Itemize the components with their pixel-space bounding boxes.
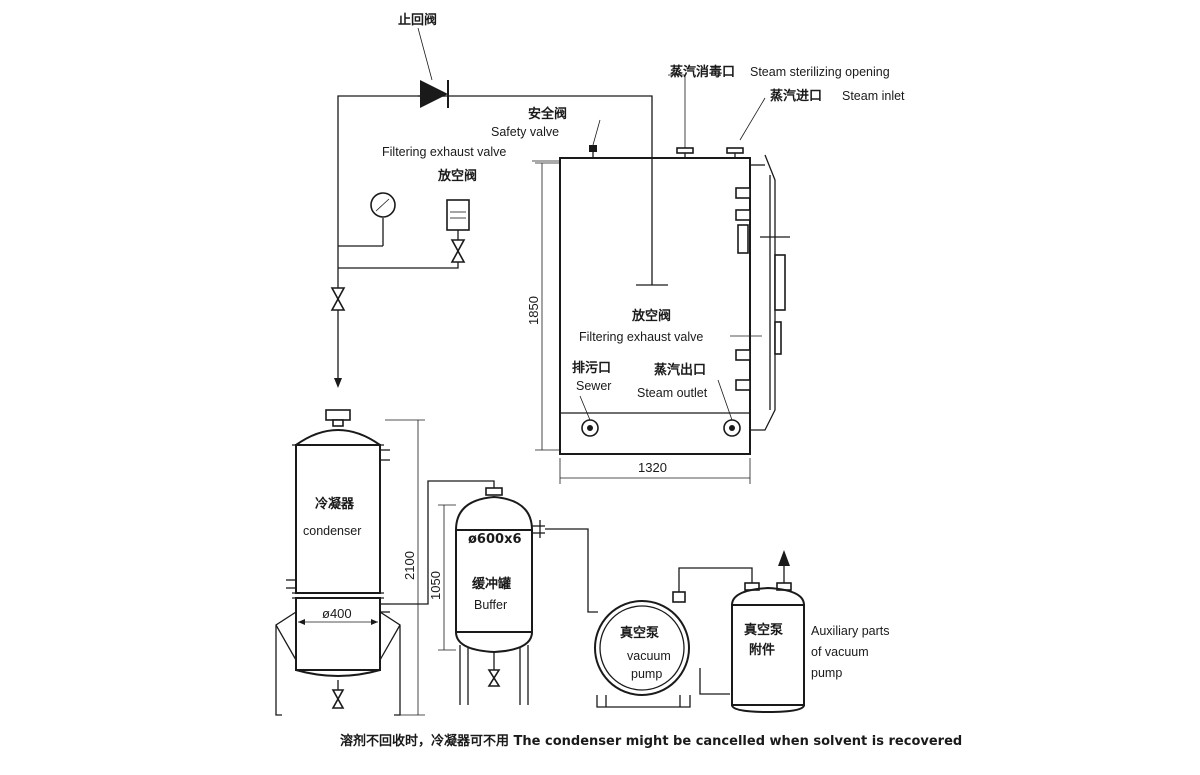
steam-sterilizing-nozzle bbox=[676, 147, 694, 158]
buffer-tank bbox=[455, 487, 545, 705]
pump-aux-side-pipe bbox=[699, 668, 730, 695]
sewer-port-icon bbox=[581, 419, 599, 437]
dim-main-width bbox=[559, 458, 751, 484]
buffer-cn-label: 缓冲罐 bbox=[472, 576, 511, 592]
auxiliary-tank bbox=[731, 565, 805, 714]
vacuum-pump-cn-label: 真空泵 bbox=[620, 625, 659, 641]
aux-en2-label: of vacuum bbox=[811, 645, 869, 659]
dim-buffer-height bbox=[438, 504, 456, 651]
filter-icon bbox=[446, 199, 470, 231]
check-valve-icon bbox=[420, 80, 449, 108]
vent-valve-icon bbox=[450, 239, 466, 263]
dim-main-width-label: 1320 bbox=[638, 460, 667, 475]
main-vessel bbox=[559, 154, 790, 455]
steam-inlet-nozzle bbox=[726, 147, 744, 158]
steam-outlet-cn-label: 蒸汽出口 bbox=[654, 362, 706, 378]
sewer-leader bbox=[579, 395, 591, 421]
dim-buffer-height-label: 1050 bbox=[428, 571, 443, 600]
pump-aux-top-pipe bbox=[678, 567, 753, 592]
buffer-pump-pipe bbox=[545, 528, 598, 613]
condenser-en-label: condenser bbox=[303, 524, 361, 538]
vent-valve-left-label: 放空阀 bbox=[437, 168, 477, 184]
dim-condenser-height-label: 2100 bbox=[402, 551, 417, 580]
steam-outlet-port-icon bbox=[723, 419, 741, 437]
safety-valve-en-label: Safety valve bbox=[491, 125, 559, 139]
steam-inlet-leader bbox=[739, 97, 766, 141]
dim-main-height bbox=[535, 162, 560, 451]
vacuum-pump bbox=[594, 591, 691, 708]
buffer-en-label: Buffer bbox=[474, 598, 507, 612]
dim-main-height-label: 1850 bbox=[526, 296, 541, 325]
buffer-drain-valve-icon bbox=[487, 669, 501, 687]
gauge-branch bbox=[338, 192, 396, 247]
steam-outlet-leader bbox=[717, 379, 733, 421]
dim-condenser-dia-label: ø400 bbox=[322, 606, 352, 621]
exhaust-arrow-icon bbox=[778, 550, 790, 566]
condenser bbox=[275, 409, 401, 716]
filtering-exhaust-top-label: Filtering exhaust valve bbox=[382, 145, 506, 159]
sewer-en-label: Sewer bbox=[576, 379, 611, 393]
vacuum-pump-en1-label: vacuum bbox=[627, 649, 671, 663]
safety-valve-cn-label: 安全阀 bbox=[528, 106, 567, 122]
aux-en1-label: Auxiliary parts bbox=[811, 624, 890, 638]
vent-valve-branch bbox=[338, 199, 470, 269]
footnote: 溶剂不回收时，冷凝器可不用 The condenser might be can… bbox=[340, 733, 962, 749]
dim-condenser-dia bbox=[298, 619, 378, 625]
buffer-dia-label: ø600x6 bbox=[468, 532, 522, 547]
steam-inlet-en-label: Steam inlet bbox=[842, 89, 905, 103]
condenser-buffer-pipe bbox=[390, 480, 495, 605]
dim-condenser-height bbox=[385, 419, 425, 716]
steam-sterilizing-cn-label: 蒸汽消毒口 bbox=[670, 64, 735, 80]
aux-cn2-label: 附件 bbox=[749, 642, 775, 658]
vent-valve-mid-label: 放空阀 bbox=[631, 308, 671, 324]
aux-en3-label: pump bbox=[811, 666, 842, 680]
condenser-drain-valve-icon bbox=[331, 689, 345, 709]
safety-valve-nozzle bbox=[589, 145, 597, 158]
steam-sterilizing-leader bbox=[668, 74, 686, 148]
steam-inlet-cn-label: 蒸汽进口 bbox=[770, 88, 822, 104]
check-valve-leader bbox=[417, 27, 433, 81]
steam-sterilizing-en-label: Steam sterilizing opening bbox=[750, 65, 890, 79]
aux-cn1-label: 真空泵 bbox=[744, 622, 783, 638]
steam-outlet-en-label: Steam outlet bbox=[637, 386, 708, 400]
filtering-exhaust-mid-label: Filtering exhaust valve bbox=[579, 330, 703, 344]
condenser-cn-label: 冷凝器 bbox=[315, 496, 355, 512]
safety-valve-leader bbox=[592, 119, 601, 146]
check-valve-label: 止回阀 bbox=[398, 12, 437, 28]
flow-arrow-icon bbox=[334, 378, 342, 388]
vacuum-pump-en2-label: pump bbox=[631, 667, 662, 681]
inline-valve-icon bbox=[330, 287, 346, 311]
sewer-cn-label: 排污口 bbox=[572, 360, 611, 376]
